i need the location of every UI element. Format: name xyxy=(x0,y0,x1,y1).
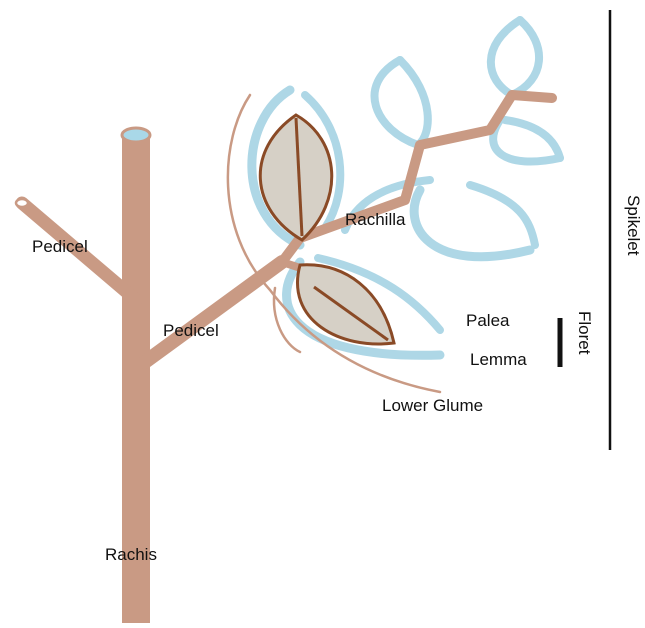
bract-small-b xyxy=(505,120,560,158)
label-lower-glume: Lower Glume xyxy=(382,397,483,414)
label-rachilla: Rachilla xyxy=(345,211,405,228)
bract-right-lower-b xyxy=(470,185,535,245)
left-pedicel-cap xyxy=(16,199,28,207)
bract-right-lower xyxy=(414,190,530,257)
label-lemma: Lemma xyxy=(470,351,527,368)
rachis-cap xyxy=(122,128,150,142)
bract-tip-a xyxy=(491,20,520,95)
label-floret: Floret xyxy=(576,311,593,354)
label-rachis: Rachis xyxy=(105,546,157,563)
label-pedicel-main: Pedicel xyxy=(163,322,219,339)
label-pedicel-left: Pedicel xyxy=(32,238,88,255)
bract-tip-b xyxy=(512,20,539,95)
bract-top-b xyxy=(400,60,428,145)
spikelet-pedicel xyxy=(145,262,282,362)
label-spikelet: Spikelet xyxy=(625,195,642,255)
label-palea: Palea xyxy=(466,312,509,329)
